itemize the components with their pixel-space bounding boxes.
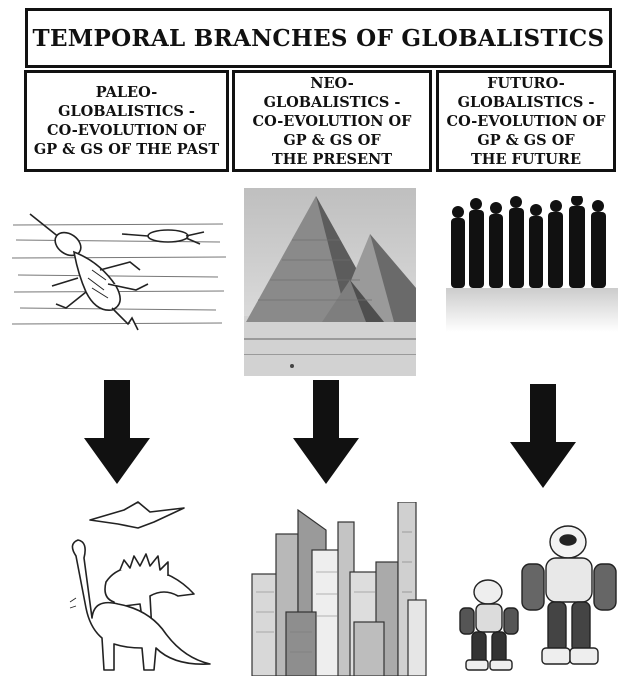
branch-neo-line: GP & GS OF — [283, 131, 381, 149]
pyramids-photo — [244, 188, 416, 376]
eurypterid-illustration — [8, 200, 230, 340]
branch-neo-line: GLOBALISTICS - — [263, 93, 401, 111]
diagram-title: TEMPORAL BRANCHES OF GLOBALISTICS — [32, 24, 605, 52]
robots-photo — [446, 520, 618, 672]
arrow-down-icon — [82, 380, 152, 486]
skyscrapers-illustration — [250, 502, 428, 676]
branch-paleo-line: CO-EVOLUTION OF — [47, 122, 206, 139]
branch-paleo-line: GP & GS OF THE PAST — [33, 141, 220, 158]
people-silhouettes — [446, 196, 618, 336]
arrow-down-icon — [508, 384, 578, 490]
branch-futuro-line: THE FUTURE — [470, 150, 582, 168]
branch-paleo-line: GLOBALISTICS - — [58, 103, 195, 120]
branch-futuro-box: FUTURO- GLOBALISTICS - CO-EVOLUTION OF G… — [436, 70, 616, 172]
arrow-down-icon — [291, 380, 361, 486]
branch-futuro-line: GP & GS OF — [477, 131, 575, 149]
branch-futuro-line: GLOBALISTICS - — [457, 93, 595, 111]
branch-futuro-line: CO-EVOLUTION OF — [446, 112, 606, 130]
branch-paleo-box: PALEO- GLOBALISTICS - CO-EVOLUTION OF GP… — [24, 70, 229, 172]
branch-paleo-line: PALEO- — [95, 84, 158, 101]
branch-neo-line: THE PRESENT — [271, 150, 393, 168]
dinosaurs-illustration — [54, 498, 214, 674]
title-box: TEMPORAL BRANCHES OF GLOBALISTICS — [25, 8, 612, 68]
branch-futuro-line: FUTURO- — [487, 74, 565, 92]
branch-neo-box: NEO- GLOBALISTICS - CO-EVOLUTION OF GP &… — [232, 70, 432, 172]
branch-neo-line: CO-EVOLUTION OF — [252, 112, 412, 130]
branch-neo-line: NEO- — [310, 74, 354, 92]
